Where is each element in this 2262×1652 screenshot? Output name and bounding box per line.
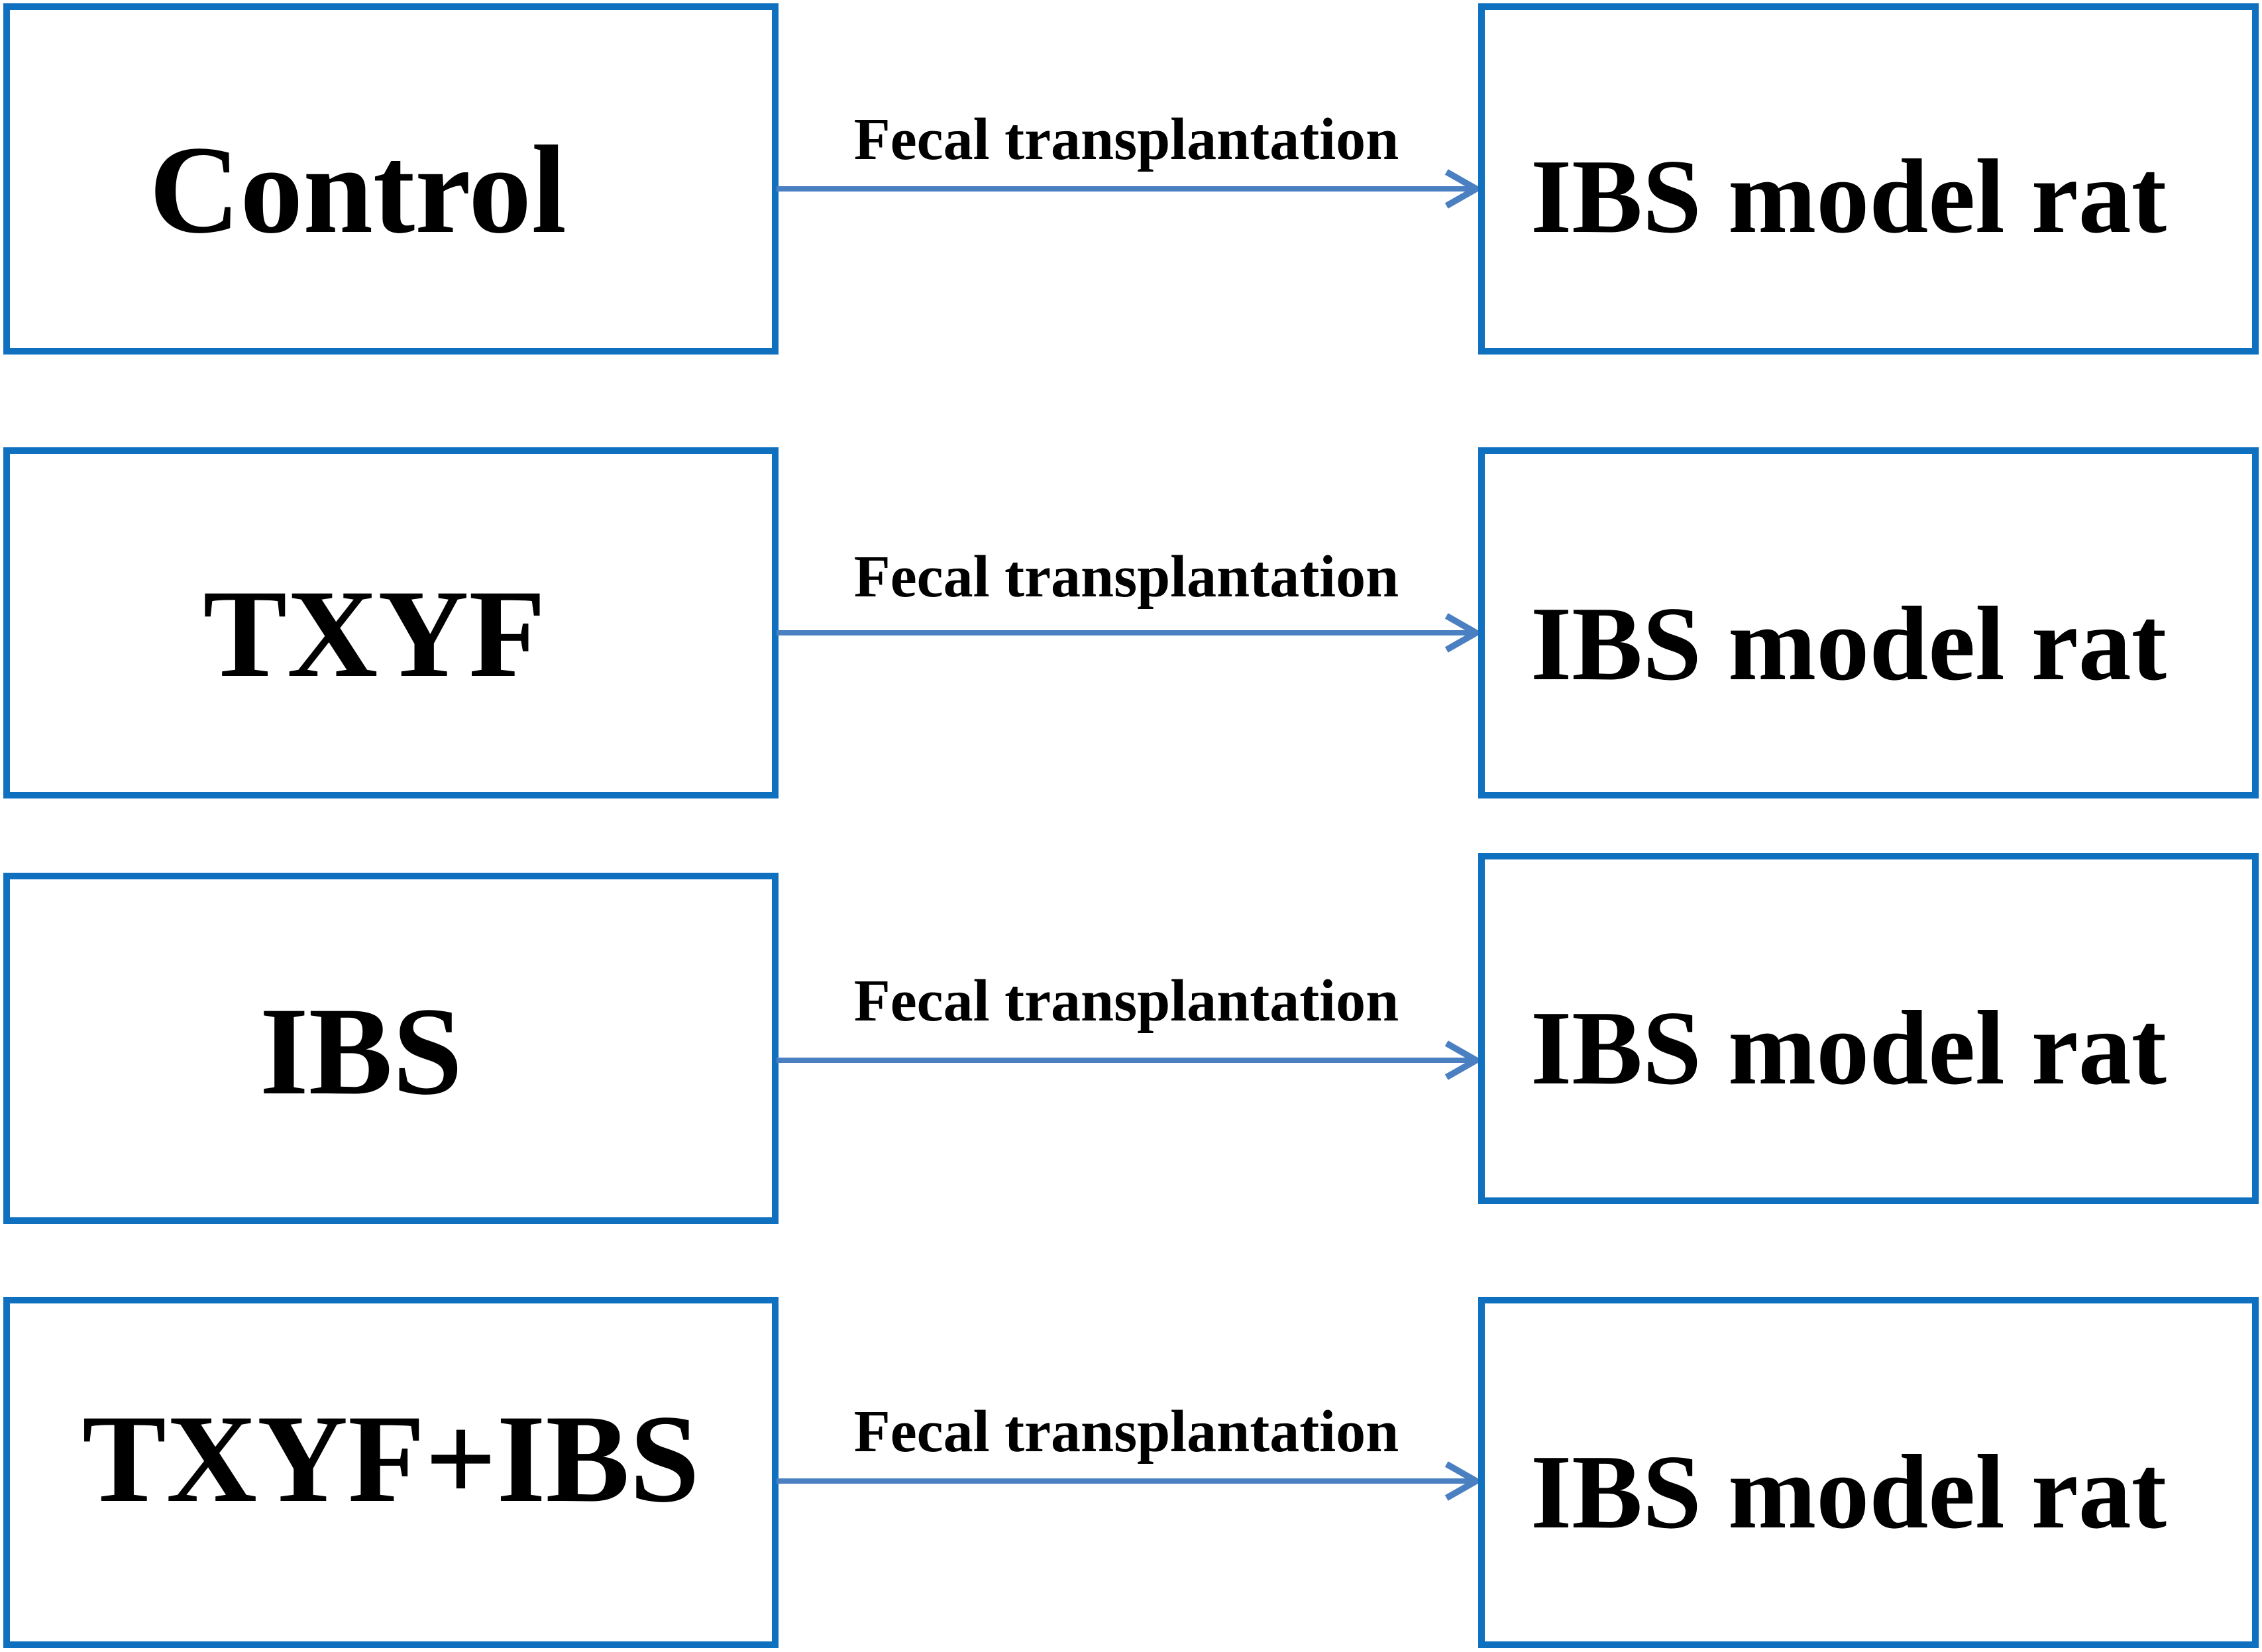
donor-label: TXYF+IBS — [82, 1390, 700, 1529]
donor-box — [3, 447, 779, 798]
recipient-box — [1478, 447, 2259, 798]
recipient-box — [1478, 3, 2259, 355]
donor-box — [3, 873, 779, 1224]
arrow-label: Fecal transplantation — [854, 968, 1399, 1034]
donor-label: IBS — [260, 982, 462, 1121]
recipient-box — [1478, 1297, 2259, 1648]
donor-label: Control — [149, 121, 566, 260]
arrow-label: Fecal transplantation — [854, 107, 1399, 172]
donor-box — [3, 3, 779, 355]
diagram-row: Control Fecal transplantation IBS model … — [3, 3, 2259, 355]
diagram-row: IBS Fecal transplantation IBS model rat — [3, 853, 2259, 1224]
diagram-row: TXYF+IBS Fecal transplantation IBS model… — [3, 1297, 2259, 1648]
donor-label: TXYF — [203, 565, 545, 704]
arrow-label: Fecal transplantation — [854, 1399, 1399, 1464]
recipient-label: IBS model rat — [1531, 989, 2167, 1107]
recipient-box — [1478, 853, 2259, 1204]
recipient-label: IBS model rat — [1531, 584, 2167, 702]
recipient-label: IBS model rat — [1531, 1433, 2167, 1551]
recipient-label: IBS model rat — [1531, 137, 2167, 255]
diagram-row: TXYF Fecal transplantation IBS model rat — [3, 447, 2259, 798]
donor-box — [3, 1297, 779, 1648]
arrow-label: Fecal transplantation — [854, 544, 1399, 610]
